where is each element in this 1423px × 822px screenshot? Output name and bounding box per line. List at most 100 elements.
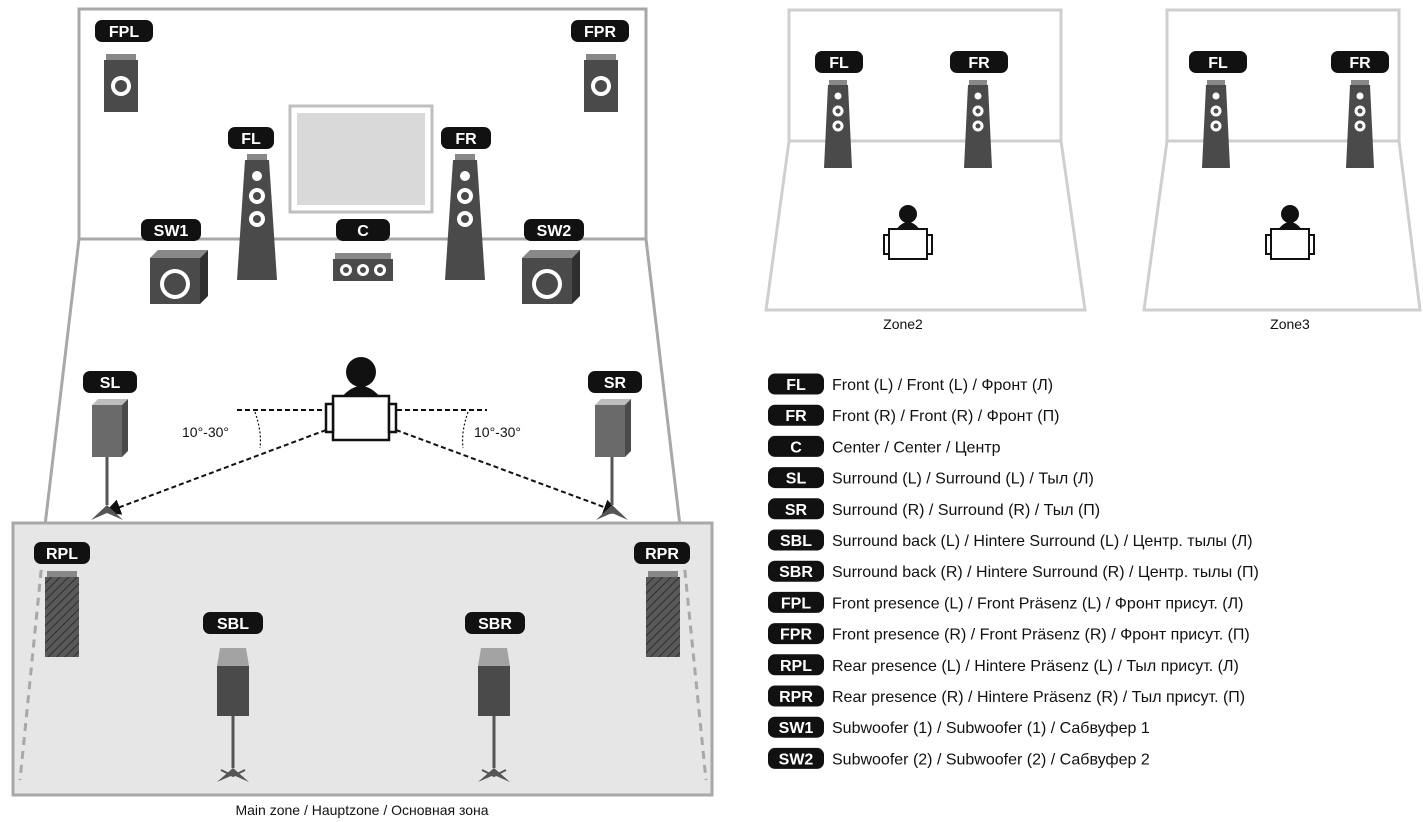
fpr-speaker: FPR xyxy=(571,20,629,112)
legend-description: Rear presence (L) / Hintere Präsenz (L) … xyxy=(832,658,1239,675)
legend-description-latin: Surround (L) / Surround (L) / xyxy=(832,471,1038,488)
legend-description-latin: Front presence (L) / Front Präsenz (L) / xyxy=(832,595,1115,612)
legend-description-russian: Тыл (П) xyxy=(1044,502,1101,519)
legend-row: C Center / Center / Центр xyxy=(768,435,1001,457)
legend-description-latin: Front (R) / Front (R) / xyxy=(832,408,987,425)
sw1-badge-label: SW1 xyxy=(154,223,189,240)
zone2-fr-badge-label: FR xyxy=(968,55,990,72)
fpr-badge-label: FPR xyxy=(584,24,616,41)
sl-badge-label: SL xyxy=(100,375,121,392)
angle-label-right: 10°-30° xyxy=(474,424,521,440)
legend-description-russian: Центр. тылы (Л) xyxy=(1133,533,1253,550)
legend-badge xyxy=(768,435,824,457)
legend-row: SL Surround (L) / Surround (L) / Тыл (Л) xyxy=(768,467,1094,489)
legend-description: Subwoofer (1) / Subwoofer (1) / Сабвуфер… xyxy=(832,720,1150,737)
main-zone-caption: Main zone / Hauptzone / Основная зона xyxy=(235,802,488,818)
legend-badge xyxy=(768,467,824,489)
main-listener xyxy=(324,357,398,442)
legend-row: FR Front (R) / Front (R) / Фронт (П) xyxy=(768,404,1059,426)
legend-badge-label: SL xyxy=(786,471,807,488)
legend-description-russian: Центр. тылы (П) xyxy=(1138,564,1259,581)
sbl-speaker: SBL xyxy=(203,612,263,782)
legend-description-russian: Фронт присут. (Л) xyxy=(1115,595,1244,612)
legend-badge xyxy=(768,591,824,613)
legend-description: Rear presence (R) / Hintere Präsenz (R) … xyxy=(832,689,1245,706)
legend-description-latin: Surround (R) / Surround (R) / xyxy=(832,502,1044,519)
legend-badge-label: FPR xyxy=(780,627,812,644)
legend-description: Surround back (R) / Hintere Surround (R)… xyxy=(832,564,1259,581)
legend-badge xyxy=(768,373,824,395)
legend-description-russian: Сабвуфер 1 xyxy=(1060,720,1150,737)
zone2: FL FR Zone2 xyxy=(764,8,1087,332)
sw2-badge-label: SW2 xyxy=(537,223,572,240)
legend-row: SW1 Subwoofer (1) / Subwoofer (1) / Сабву… xyxy=(768,716,1150,738)
center-speaker: C xyxy=(333,219,393,281)
legend-badge-label: C xyxy=(790,439,802,456)
zone2-caption: Zone2 xyxy=(883,316,923,332)
legend-description-russian: Тыл присут. (Л) xyxy=(1126,658,1238,675)
sw2-speaker: SW2 xyxy=(522,219,584,304)
zone3-fl-badge-label: FL xyxy=(1208,55,1228,72)
zone2-fl-speaker: FL xyxy=(815,51,863,168)
zone3-fr-badge-label: FR xyxy=(1349,55,1371,72)
legend-badge-label: FL xyxy=(786,377,806,394)
legend-description: Center / Center / Центр xyxy=(832,439,1001,456)
legend-description-russian: Центр xyxy=(955,439,1001,456)
fpl-badge-label: FPL xyxy=(109,24,139,41)
rpl-speaker: RPL xyxy=(34,542,90,657)
sr-badge-label: SR xyxy=(604,375,627,392)
legend-description-russian: Фронт (Л) xyxy=(981,377,1053,394)
zone3-fl-speaker: FL xyxy=(1189,51,1247,168)
rear-dashed-left xyxy=(18,541,46,781)
legend-description: Front (R) / Front (R) / Фронт (П) xyxy=(832,408,1059,425)
zone2-listener xyxy=(883,205,933,260)
sw1-speaker: SW1 xyxy=(141,219,208,304)
rear-floor-panel xyxy=(11,521,714,797)
fpl-speaker: FPL xyxy=(95,20,153,112)
legend-badge xyxy=(768,623,824,645)
legend-badge-label: SW2 xyxy=(779,751,814,768)
zone3-fr-speaker: FR xyxy=(1331,51,1389,168)
legend-badge xyxy=(768,654,824,676)
legend-description-latin: Surround back (R) / Hintere Surround (R)… xyxy=(832,564,1138,581)
legend-description-latin: Subwoofer (2) / Subwoofer (2) / xyxy=(832,751,1060,768)
sbl-badge-label: SBL xyxy=(217,616,249,633)
legend-badge-label: RPR xyxy=(779,689,813,706)
legend-badge-label: FR xyxy=(785,408,807,425)
legend-badge xyxy=(768,747,824,769)
legend-badge-label: SBR xyxy=(779,564,813,581)
legend-description: Surround (R) / Surround (R) / Тыл (П) xyxy=(832,502,1100,519)
rpr-speaker: RPR xyxy=(634,542,690,657)
legend-description-latin: Rear presence (R) / Hintere Präsenz (R) … xyxy=(832,689,1132,706)
legend-row: RPR Rear presence (R) / Hintere Präsenz (… xyxy=(768,685,1245,707)
zone2-fl-badge-label: FL xyxy=(829,55,849,72)
legend-badge-label: SR xyxy=(785,502,808,519)
legend-badge xyxy=(768,529,824,551)
legend-description-latin: Rear presence (L) / Hintere Präsenz (L) … xyxy=(832,658,1126,675)
zone3-floor xyxy=(1142,140,1422,312)
legend-description-latin: Center / Center / xyxy=(832,439,955,456)
legend-row: SR Surround (R) / Surround (R) / Тыл (П) xyxy=(768,498,1100,520)
legend-row: SBR Surround back (R) / Hintere Surround … xyxy=(768,560,1259,582)
legend-description-russian: Тыл (Л) xyxy=(1038,471,1094,488)
legend-description-russian: Тыл присут. (П) xyxy=(1132,689,1245,706)
legend-description: Surround (L) / Surround (L) / Тыл (Л) xyxy=(832,471,1094,488)
angle-label-left: 10°-30° xyxy=(182,424,229,440)
rpl-badge-label: RPL xyxy=(46,546,78,563)
legend-badge xyxy=(768,404,824,426)
fl-speaker: FL xyxy=(228,127,277,280)
legend-badge-label: SW1 xyxy=(779,720,814,737)
legend-badge xyxy=(768,685,824,707)
sbr-speaker: SBR xyxy=(465,612,525,782)
legend-description-russian: Фронт (П) xyxy=(987,408,1060,425)
main-zone: FPL FPR FL FR xyxy=(11,7,714,818)
legend-badge-label: SBL xyxy=(780,533,812,550)
legend-badge xyxy=(768,716,824,738)
